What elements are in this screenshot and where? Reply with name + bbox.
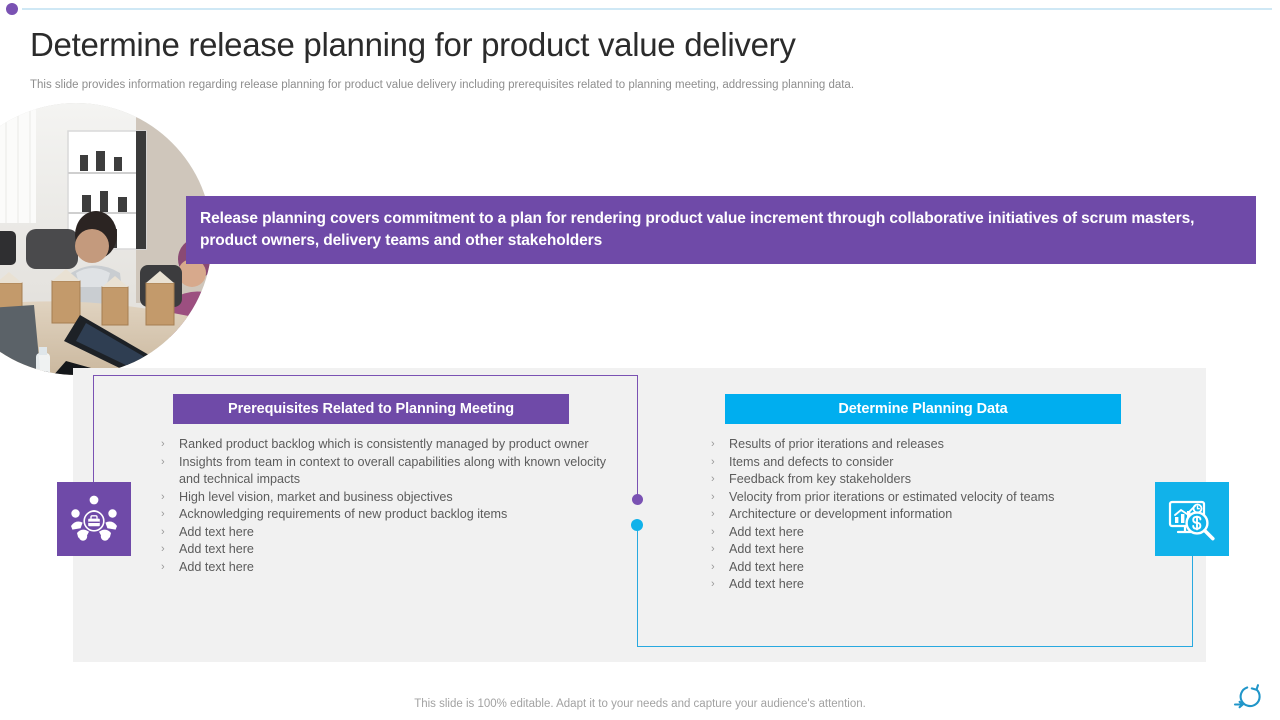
blue-connector-dot: [631, 519, 643, 531]
list-item: › Ranked product backlog which is consis…: [155, 436, 615, 454]
list-item: › Feedback from key stakeholders: [705, 471, 1165, 489]
list-item-label: High level vision, market and business o…: [179, 489, 453, 504]
refresh-cycle-icon: [1233, 684, 1261, 709]
page-title: Determine release planning for product v…: [30, 26, 796, 63]
column-header-prerequisites: Prerequisites Related to Planning Meetin…: [173, 394, 569, 424]
chevron-right-icon: ›: [161, 508, 165, 520]
list-item-label: Insights from team in context to overall…: [179, 454, 606, 487]
chevron-right-icon: ›: [711, 578, 715, 590]
list-item: › Add text here: [705, 541, 1165, 559]
list-item-label: Architecture or development information: [729, 507, 953, 521]
list-item-label: Feedback from key stakeholders: [729, 472, 911, 486]
team-meeting-icon: [71, 495, 117, 541]
list-item: › Add text here: [155, 541, 615, 559]
list-item: › Velocity from prior iterations or esti…: [705, 489, 1165, 507]
list-item-label: Add text here: [729, 577, 804, 591]
list-item-label: Add text here: [179, 524, 254, 539]
chevron-right-icon: ›: [711, 543, 715, 555]
chevron-right-icon: ›: [161, 438, 165, 450]
chevron-right-icon: ›: [711, 455, 715, 468]
chevron-right-icon: ›: [711, 525, 715, 538]
refresh-cycle-icon-wrap[interactable]: [1232, 682, 1266, 712]
chevron-right-icon: ›: [711, 560, 715, 573]
purple-connector-bracket: [93, 375, 638, 502]
list-item-label: Results of prior iterations and releases: [729, 437, 944, 451]
list-item: › High level vision, market and business…: [155, 489, 615, 507]
office-team-photo: [0, 103, 212, 375]
list-item-label: Ranked product backlog which is consiste…: [179, 437, 589, 451]
chevron-right-icon: ›: [161, 560, 165, 573]
purple-connector-dot: [632, 494, 643, 505]
office-team-photo-graphic: [0, 103, 212, 375]
chevron-right-icon: ›: [161, 490, 165, 503]
team-meeting-icon-tile[interactable]: [57, 482, 131, 556]
chevron-right-icon: ›: [161, 525, 165, 538]
chevron-right-icon: ›: [161, 543, 165, 555]
chevron-right-icon: ›: [161, 455, 165, 468]
list-item-label: Add text here: [729, 559, 804, 574]
bullet-list-planning-data: › Results of prior iterations and releas…: [705, 436, 1165, 594]
list-item-label: Acknowledging requirements of new produc…: [179, 507, 508, 521]
top-accent-rule: [22, 8, 1272, 10]
list-item-label: Add text here: [729, 542, 804, 556]
data-analysis-icon: [1168, 500, 1215, 541]
top-accent-dot: [6, 3, 18, 15]
list-item: › Add text here: [155, 559, 615, 577]
column-planning-data: Determine Planning Data › Results of pri…: [705, 394, 1165, 594]
column-prerequisites: Prerequisites Related to Planning Meetin…: [155, 394, 615, 576]
chevron-right-icon: ›: [711, 438, 715, 450]
list-item: › Add text here: [155, 524, 615, 542]
list-item-label: Velocity from prior iterations or estima…: [729, 489, 1055, 504]
list-item-label: Add text here: [179, 542, 254, 556]
list-item: › Add text here: [705, 559, 1165, 577]
footer-note: This slide is 100% editable. Adapt it to…: [414, 698, 866, 710]
blue-connector-bracket: [637, 530, 1193, 647]
list-item: › Add text here: [705, 576, 1165, 594]
list-item: › Insights from team in context to overa…: [155, 454, 615, 489]
statement-banner: Release planning covers commitment to a …: [186, 196, 1256, 264]
column-header-planning-data: Determine Planning Data: [725, 394, 1121, 424]
data-analysis-icon-tile[interactable]: [1155, 482, 1229, 556]
chevron-right-icon: ›: [711, 508, 715, 520]
chevron-right-icon: ›: [711, 473, 715, 485]
page-subtitle: This slide provides information regardin…: [30, 79, 855, 91]
list-item-label: Items and defects to consider: [729, 454, 894, 469]
bullet-list-prerequisites: › Ranked product backlog which is consis…: [155, 436, 615, 576]
list-item: › Acknowledging requirements of new prod…: [155, 506, 615, 524]
list-item: › Architecture or development informatio…: [705, 506, 1165, 524]
list-item-label: Add text here: [729, 524, 804, 539]
list-item: › Add text here: [705, 524, 1165, 542]
list-item-label: Add text here: [179, 559, 254, 574]
statement-text: Release planning covers commitment to a …: [200, 209, 1195, 249]
chevron-right-icon: ›: [711, 490, 715, 503]
list-item: › Results of prior iterations and releas…: [705, 436, 1165, 454]
list-item: › Items and defects to consider: [705, 454, 1165, 472]
